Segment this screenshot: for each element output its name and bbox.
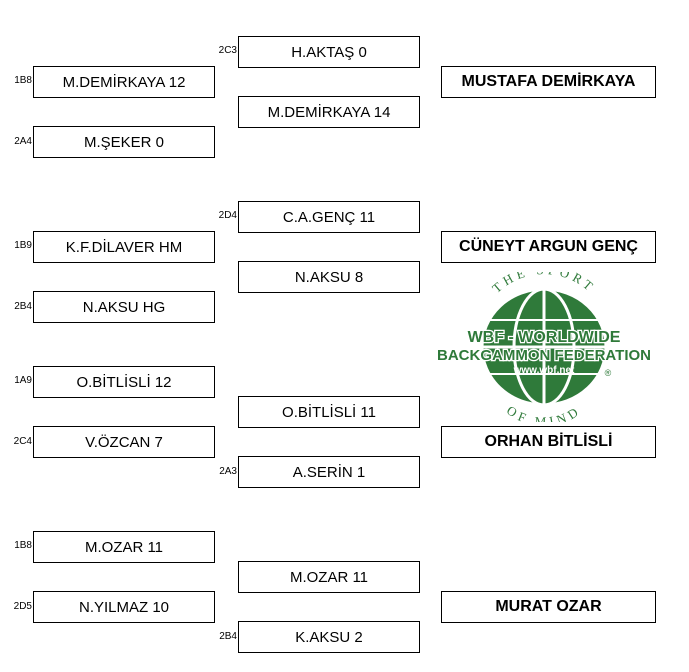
seed-label: 2D5 [13, 601, 32, 612]
player-box: N.YILMAZ 10 [33, 591, 215, 623]
seed-label: 2C4 [13, 436, 32, 447]
winner-box: MUSTAFA DEMİRKAYA [441, 66, 656, 98]
seed-label: 1B9 [14, 240, 32, 251]
player-box: M.OZAR 11 [33, 531, 215, 563]
player-box: O.BİTLİSLİ 11 [238, 396, 420, 428]
logo-url: www.wbf.net [513, 365, 575, 376]
logo-line1: WBF - WORLDWIDE [468, 329, 621, 346]
seed-label: 1A9 [14, 375, 32, 386]
player-box: K.F.DİLAVER HM [33, 231, 215, 263]
player-box: H.AKTAŞ 0 [238, 36, 420, 68]
seed-label: 2C3 [218, 45, 237, 56]
player-box: A.SERİN 1 [238, 456, 420, 488]
globe-icon [480, 287, 608, 407]
player-box: K.AKSU 2 [238, 621, 420, 653]
seed-label: 2A3 [219, 466, 237, 477]
seed-label: 1B8 [14, 540, 32, 551]
seed-label: 1B8 [14, 75, 32, 86]
player-box: N.AKSU HG [33, 291, 215, 323]
player-box: M.OZAR 11 [238, 561, 420, 593]
player-box: V.ÖZCAN 7 [33, 426, 215, 458]
player-box: M.ŞEKER 0 [33, 126, 215, 158]
seed-label: 2B4 [219, 631, 237, 642]
logo-line2: BACKGAMMON FEDERATION [437, 347, 651, 364]
winner-box: MURAT OZAR [441, 591, 656, 623]
seed-label: 2B4 [14, 301, 32, 312]
winner-box: ORHAN BİTLİSLİ [441, 426, 656, 458]
registered-mark: ® [605, 368, 612, 378]
seed-label: 2D4 [218, 210, 237, 221]
wbf-logo: THE SPORT OF MIND WBF - WORLDWIDE BACKGA… [436, 272, 653, 422]
winner-box: CÜNEYT ARGUN GENÇ [441, 231, 656, 263]
player-box: N.AKSU 8 [238, 261, 420, 293]
player-box: M.DEMİRKAYA 14 [238, 96, 420, 128]
seed-label: 2A4 [14, 136, 32, 147]
player-box: O.BİTLİSLİ 12 [33, 366, 215, 398]
player-box: M.DEMİRKAYA 12 [33, 66, 215, 98]
player-box: C.A.GENÇ 11 [238, 201, 420, 233]
